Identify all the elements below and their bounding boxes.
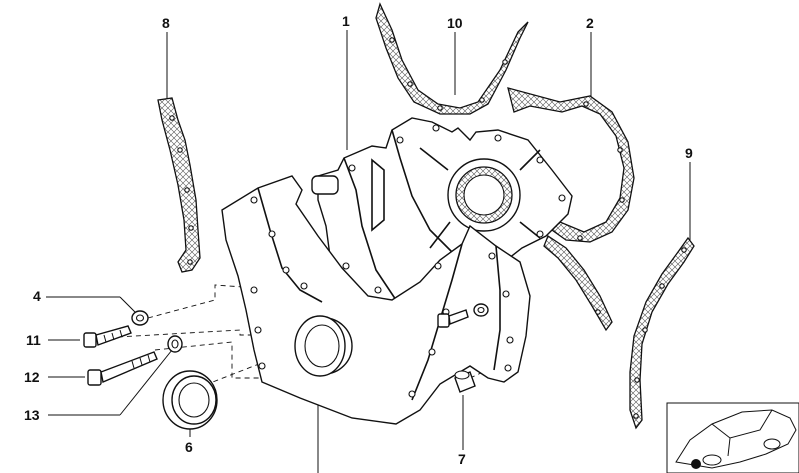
install-line-12 <box>154 341 262 379</box>
callout-2[interactable]: 2 <box>586 15 594 31</box>
gasket-right-strip <box>629 236 695 430</box>
dowel-sleeve[interactable] <box>454 370 476 393</box>
bolt-short[interactable] <box>83 325 132 348</box>
callout-1[interactable]: 1 <box>342 13 350 29</box>
shaft-seal-small[interactable] <box>294 315 346 377</box>
gasket-left-strip <box>157 97 201 273</box>
bolt-3[interactable] <box>437 309 469 328</box>
shaft-seal-large[interactable] <box>162 370 218 430</box>
install-line-4 <box>147 284 259 319</box>
washer-left[interactable] <box>131 310 149 326</box>
leader-13-b <box>119 349 173 416</box>
location-marker-icon <box>691 459 701 469</box>
callout-12[interactable]: 12 <box>24 369 40 385</box>
callout-9[interactable]: 9 <box>685 145 693 161</box>
callout-11[interactable]: 11 <box>26 332 41 348</box>
callout-8[interactable]: 8 <box>162 15 170 31</box>
callout-10[interactable]: 10 <box>447 15 463 31</box>
leader-4-left-b <box>119 296 136 313</box>
callout-13[interactable]: 13 <box>24 407 40 423</box>
callout-7[interactable]: 7 <box>458 451 466 467</box>
gasket-upper <box>375 2 529 115</box>
callout-4-left[interactable]: 4 <box>33 288 41 304</box>
bolt-long[interactable] <box>87 351 158 386</box>
gasket-right-lower <box>543 235 613 332</box>
oring[interactable] <box>167 335 183 353</box>
callout-6[interactable]: 6 <box>185 439 193 455</box>
washer-right[interactable] <box>473 303 489 317</box>
car-thumbnail <box>666 402 799 473</box>
